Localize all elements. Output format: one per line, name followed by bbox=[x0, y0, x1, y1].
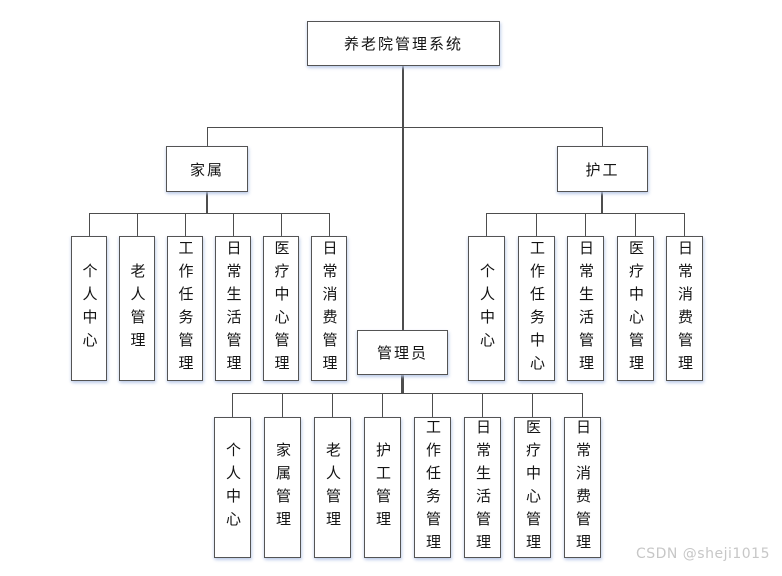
node-root-system: 养老院管理系统 bbox=[307, 21, 500, 66]
connector-admin-child-drop bbox=[232, 393, 233, 417]
node-label: 日常生活管理 bbox=[474, 418, 492, 557]
csdn-watermark: CSDN @sheji1015 bbox=[635, 546, 770, 562]
connector-caregiver-child-drop bbox=[684, 213, 685, 236]
connector-family-horizontal bbox=[89, 213, 330, 214]
connector-admin-child-drop bbox=[282, 393, 283, 417]
connector-admin-child-drop bbox=[482, 393, 483, 417]
node-label: 工作任务中心 bbox=[528, 239, 546, 378]
connector-drop-caregiver bbox=[602, 127, 603, 146]
node-admin-child-task-mgmt: 工作任务管理 bbox=[414, 417, 451, 558]
connector-admin-child-drop bbox=[432, 393, 433, 417]
node-label: 老人管理 bbox=[324, 441, 342, 534]
connector-caregiver-child-drop bbox=[536, 213, 537, 236]
node-family-child-task-mgmt: 工作任务管理 bbox=[167, 236, 203, 381]
node-caregiver-child-daily-life-mgmt: 日常生活管理 bbox=[567, 236, 604, 381]
node-branch-family: 家属 bbox=[166, 146, 248, 192]
node-branch-admin-label: 管理员 bbox=[376, 344, 428, 362]
node-caregiver-child-medical-center-mgmt: 医疗中心管理 bbox=[617, 236, 654, 381]
node-caregiver-child-daily-consume-mgmt: 日常消费管理 bbox=[666, 236, 703, 381]
connector-caregiver-child-drop bbox=[486, 213, 487, 236]
connector-drop-family bbox=[207, 127, 208, 146]
connector-family-child-drop bbox=[329, 213, 330, 236]
node-label: 个人中心 bbox=[478, 262, 496, 355]
node-admin-child-family-mgmt: 家属管理 bbox=[264, 417, 301, 558]
node-family-child-elder-mgmt: 老人管理 bbox=[119, 236, 155, 381]
node-label: 老人管理 bbox=[128, 262, 147, 355]
connector-family-child-drop bbox=[233, 213, 234, 236]
connector-caregiver-child-drop bbox=[585, 213, 586, 236]
node-family-child-daily-life-mgmt: 日常生活管理 bbox=[215, 236, 251, 381]
node-label: 护工管理 bbox=[374, 441, 392, 534]
connector-family-child-drop bbox=[89, 213, 90, 236]
node-admin-child-daily-life-mgmt: 日常生活管理 bbox=[464, 417, 501, 558]
node-label: 家属管理 bbox=[274, 441, 292, 534]
node-admin-child-daily-consume-mgmt: 日常消费管理 bbox=[564, 417, 601, 558]
connector-admin-child-drop bbox=[532, 393, 533, 417]
node-branch-caregiver-label: 护工 bbox=[585, 160, 620, 179]
node-branch-family-label: 家属 bbox=[189, 160, 224, 179]
node-label: 医疗中心管理 bbox=[627, 239, 645, 378]
node-label: 医疗中心管理 bbox=[272, 239, 291, 378]
node-family-child-medical-center-mgmt: 医疗中心管理 bbox=[263, 236, 299, 381]
node-admin-child-personal-center: 个人中心 bbox=[214, 417, 251, 558]
node-caregiver-child-personal-center: 个人中心 bbox=[468, 236, 505, 381]
connector-top-horizontal bbox=[207, 127, 603, 128]
node-branch-admin: 管理员 bbox=[357, 330, 448, 375]
node-branch-caregiver: 护工 bbox=[557, 146, 648, 192]
connector-admin-horizontal bbox=[232, 393, 583, 394]
node-label: 医疗中心管理 bbox=[524, 418, 542, 557]
node-admin-child-medical-center-mgmt: 医疗中心管理 bbox=[514, 417, 551, 558]
connector-family-child-drop bbox=[137, 213, 138, 236]
connector-admin-child-drop bbox=[382, 393, 383, 417]
node-caregiver-child-task-center: 工作任务中心 bbox=[518, 236, 555, 381]
node-root-label: 养老院管理系统 bbox=[343, 35, 463, 53]
connector-family-child-drop bbox=[281, 213, 282, 236]
node-label: 日常消费管理 bbox=[676, 239, 694, 378]
connector-admin-stem bbox=[401, 375, 404, 394]
node-label: 日常消费管理 bbox=[574, 418, 592, 557]
node-admin-child-elder-mgmt: 老人管理 bbox=[314, 417, 351, 558]
connector-admin-child-drop bbox=[332, 393, 333, 417]
node-label: 日常消费管理 bbox=[320, 239, 339, 378]
node-label: 日常生活管理 bbox=[224, 239, 243, 378]
connector-family-child-drop bbox=[185, 213, 186, 236]
node-admin-child-caregiver-mgmt: 护工管理 bbox=[364, 417, 401, 558]
node-family-child-daily-consume-mgmt: 日常消费管理 bbox=[311, 236, 347, 381]
connector-root-to-admin-stem bbox=[402, 66, 404, 330]
connector-admin-child-drop bbox=[582, 393, 583, 417]
connector-family-stem bbox=[206, 192, 208, 214]
node-label: 个人中心 bbox=[80, 262, 99, 355]
node-family-child-personal-center: 个人中心 bbox=[71, 236, 107, 381]
connector-caregiver-child-drop bbox=[635, 213, 636, 236]
node-label: 工作任务管理 bbox=[176, 239, 195, 378]
node-label: 工作任务管理 bbox=[424, 418, 442, 557]
node-label: 个人中心 bbox=[224, 441, 242, 534]
connector-caregiver-stem bbox=[601, 192, 603, 214]
node-label: 日常生活管理 bbox=[577, 239, 595, 378]
